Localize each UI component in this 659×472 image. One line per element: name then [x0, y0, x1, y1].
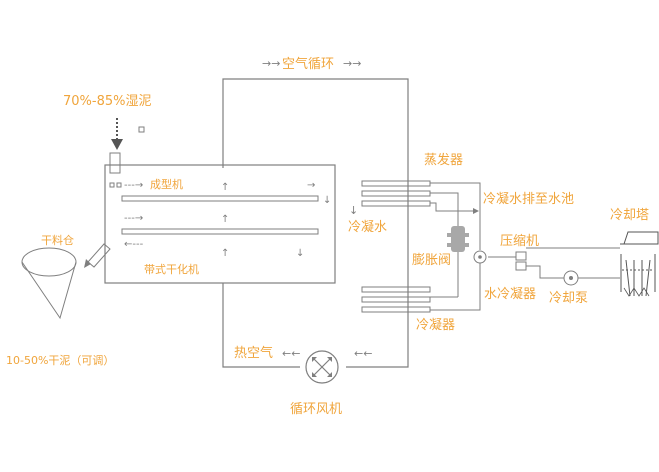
label-evaporator: 蒸发器: [424, 152, 463, 168]
condenser-coil: [361, 286, 431, 313]
svg-text:↑: ↑: [221, 214, 229, 225]
label-dry-silo: 干料仓: [41, 233, 74, 247]
water-condenser-icon: [515, 251, 527, 271]
belt-dryer-unit: ---→ → ---→ ←--- ↑ ↑ ↑ ↓ ↓: [84, 118, 336, 284]
label-water-condenser: 水冷凝器: [484, 286, 536, 302]
svg-text:---→: ---→: [124, 180, 143, 191]
expansion-valve-icon: [447, 226, 469, 252]
pump-icon: [563, 270, 579, 286]
label-cooling-pump: 冷却泵: [549, 291, 588, 306]
evaporator-coil: [361, 180, 431, 207]
silo-cone-icon: [21, 247, 77, 320]
label-dry-sludge: 10-50%干泥（可调）: [6, 354, 114, 367]
label-condensate-drain: 冷凝水排至水池: [483, 191, 574, 207]
cooling-tower-icon: [620, 231, 659, 297]
forming-machine-box: [109, 152, 121, 174]
svg-text:---→: ---→: [124, 213, 143, 224]
svg-text:↑: ↑: [221, 182, 229, 193]
label-condenser: 冷凝器: [416, 317, 455, 333]
discharge-arrow-icon: [84, 259, 91, 268]
discharge-chute: [87, 243, 111, 268]
svg-text:←←: ←←: [282, 347, 300, 360]
air-loop-arrows: →→ →→ ←← ←←: [262, 57, 372, 360]
svg-text:↓: ↓: [296, 248, 304, 259]
inlet-arrow-icon: [111, 139, 123, 150]
belt-upper: [121, 195, 319, 202]
refrigerant-pipes: [430, 182, 620, 311]
fan-icon: [305, 350, 339, 384]
belt-dryer-housing: [104, 164, 336, 284]
diagram-labels: 空气循环 70%-85%湿泥 成型机 带式干化机 干料仓 10-50%干泥（可调…: [6, 56, 649, 417]
label-hot-air: 热空气: [234, 345, 273, 361]
compressor-icon: [473, 250, 487, 264]
svg-text:→: →: [307, 180, 315, 191]
svg-text:←---: ←---: [124, 239, 144, 250]
label-air-circulation: 空气循环: [282, 56, 334, 72]
label-compressor: 压缩机: [500, 233, 539, 249]
svg-text:↓: ↓: [323, 195, 331, 206]
label-belt-dryer: 带式干化机: [144, 262, 199, 276]
svg-text:←←: ←←: [354, 347, 372, 360]
svg-text:→→: →→: [343, 57, 361, 70]
dryer-flow-arrows: ---→ → ---→ ←--- ↑ ↑ ↑ ↓ ↓: [124, 180, 331, 259]
label-forming-machine: 成型机: [150, 177, 183, 191]
condensate-arrow: ↓: [349, 204, 358, 217]
belt-lower: [121, 228, 319, 235]
label-cooling-tower: 冷却塔: [610, 208, 649, 223]
svg-text:↑: ↑: [221, 248, 229, 259]
svg-text:→→: →→: [262, 57, 280, 70]
label-circulation-fan: 循环风机: [290, 402, 342, 417]
label-condensate: 冷凝水: [348, 219, 387, 235]
air-loop: [222, 78, 409, 368]
label-expansion-valve: 膨胀阀: [412, 253, 451, 268]
label-wet-sludge: 70%-85%湿泥: [63, 94, 151, 109]
